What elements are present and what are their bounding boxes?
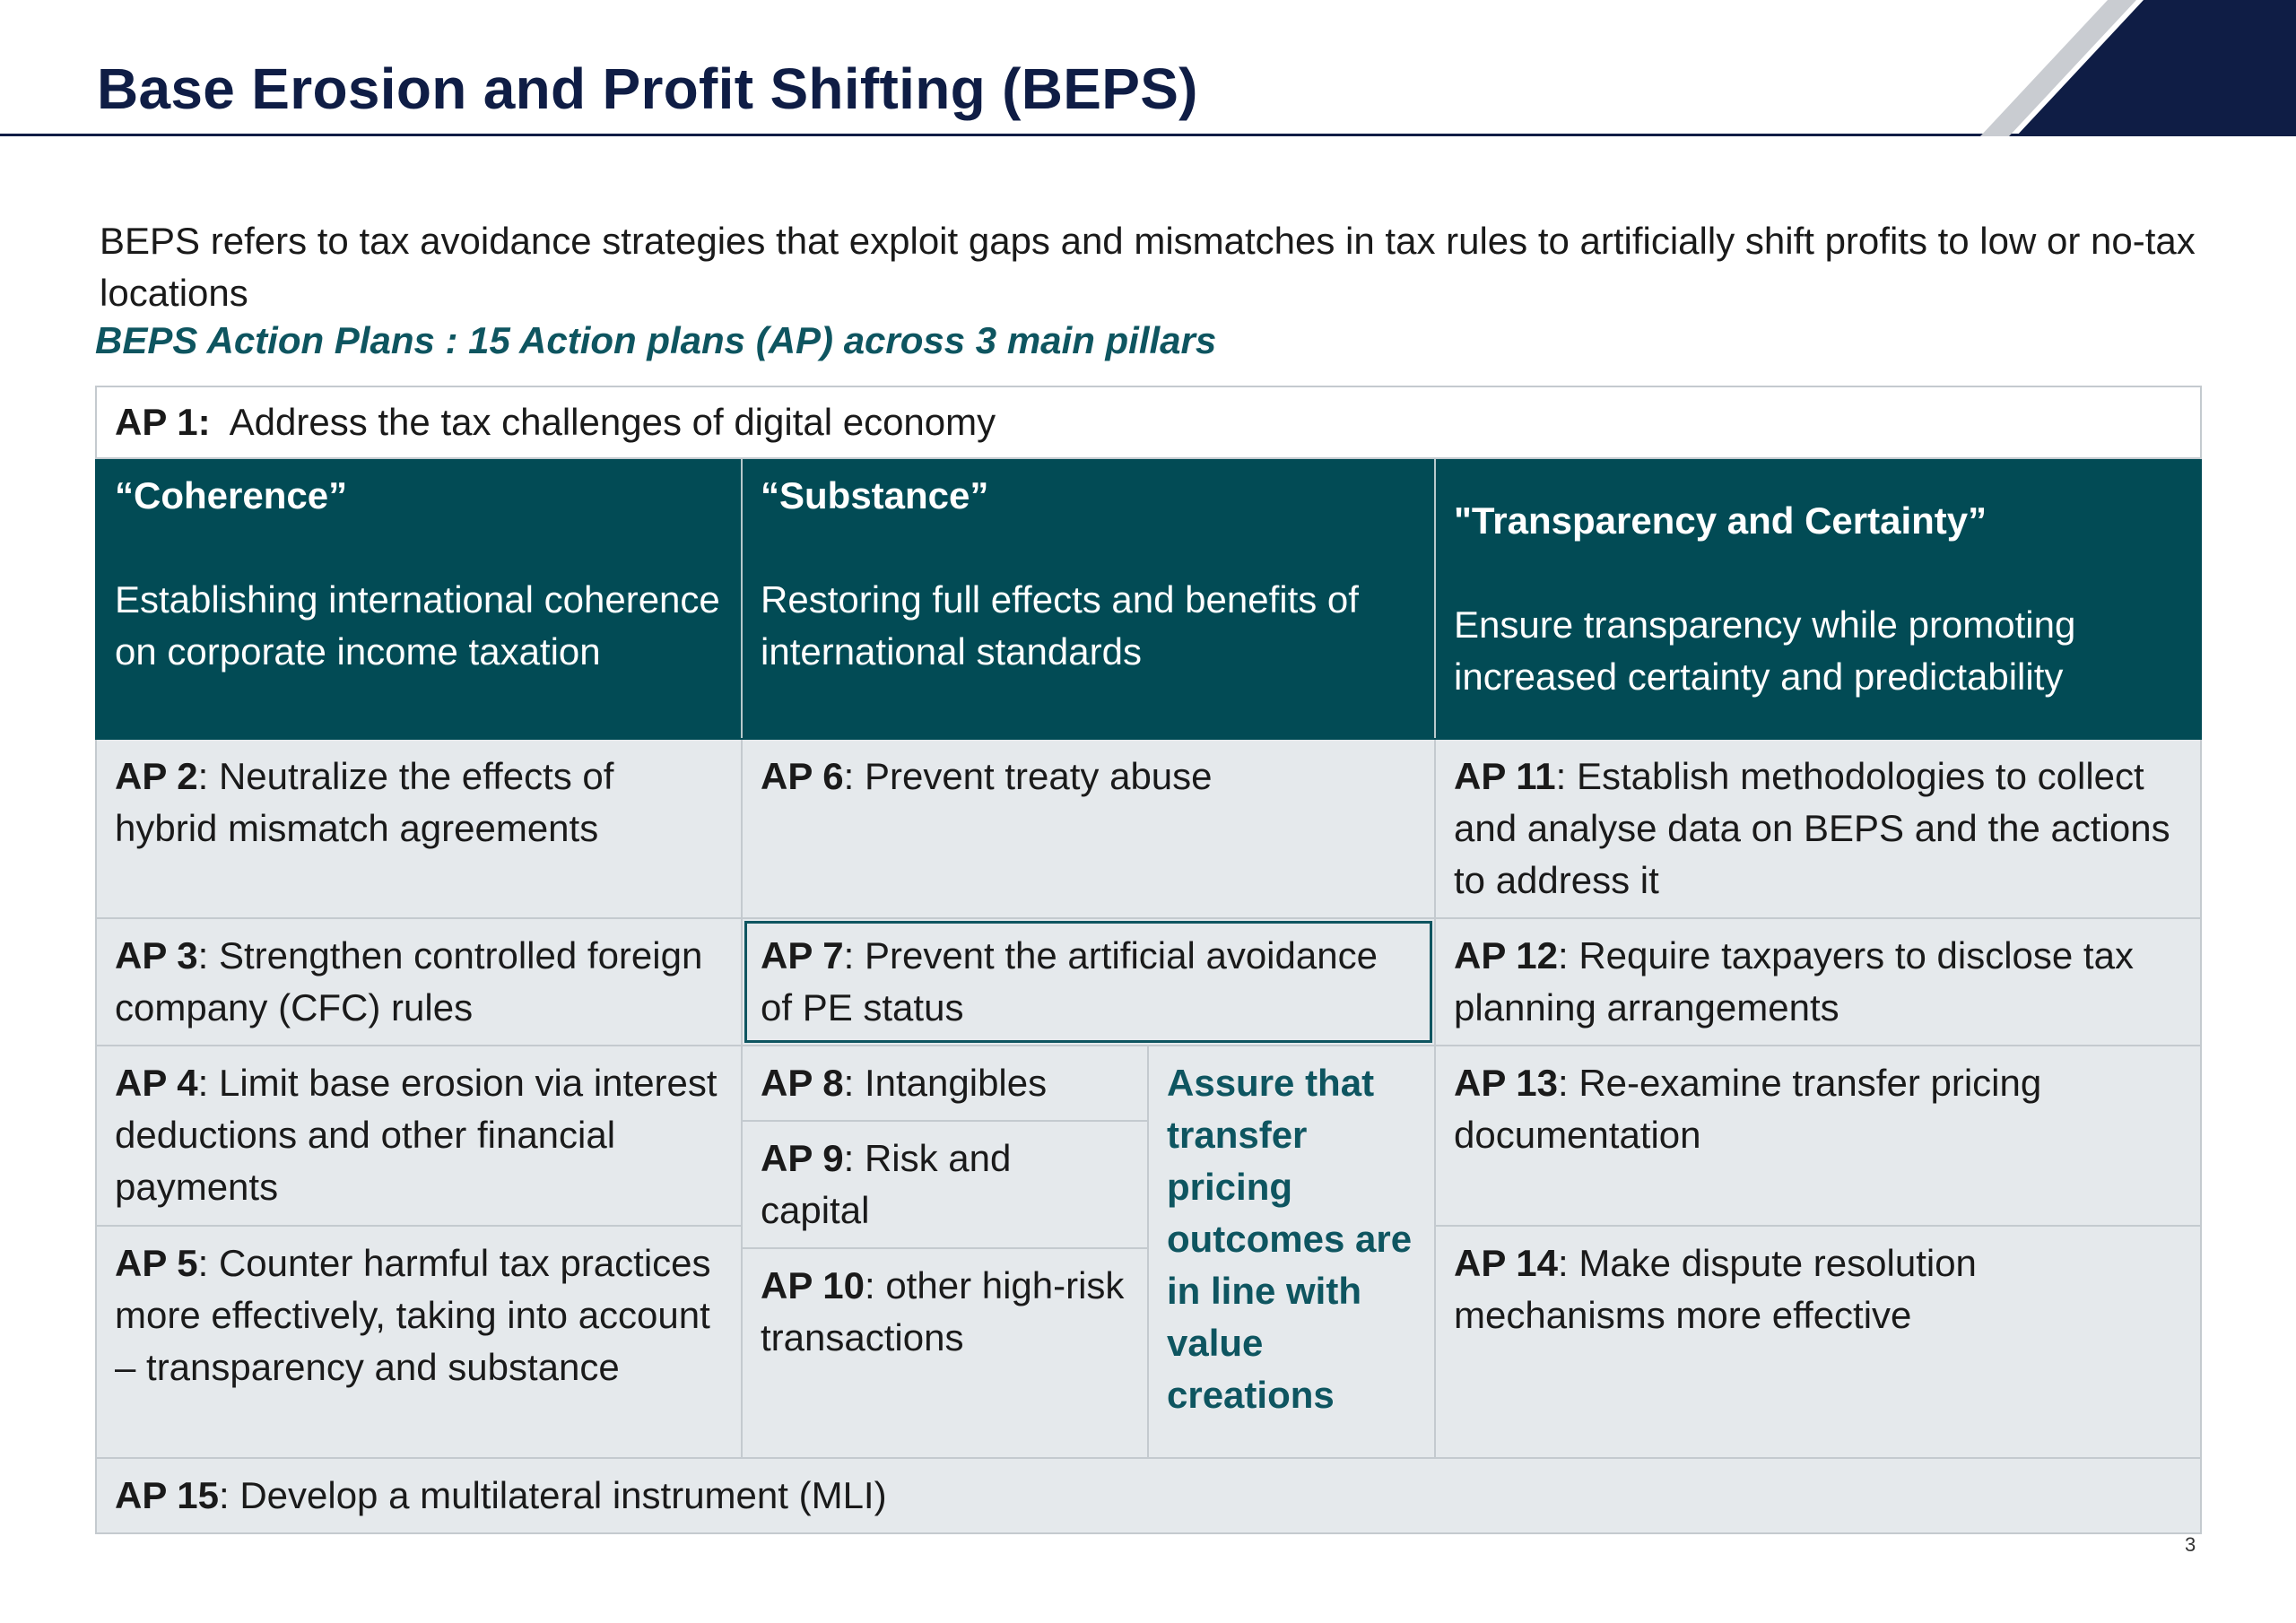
ap10-text: : other high-risk transactions [761,1264,1125,1358]
ap9-code: AP 9 [761,1137,844,1179]
ap5-code: AP 5 [115,1242,198,1284]
ap15-cell: AP 15: Develop a multilateral instrument… [94,1457,2203,1534]
action-plans-subheading: BEPS Action Plans : 15 Action plans (AP)… [95,319,1217,361]
ap11-text: : Establish methodologies to collect and… [1454,755,2170,901]
pillar-substance: “Substance” Restoring full effects and b… [741,457,1436,740]
ap6-cell: AP 6: Prevent treaty abuse [741,738,1436,919]
ap9-cell: AP 9: Risk and capital [741,1120,1149,1249]
ap15-code: AP 15 [115,1474,219,1516]
transfer-pricing-note: Assure that transfer pricing outcomes ar… [1147,1045,1436,1459]
ap4-cell: AP 4: Limit base erosion via interest de… [95,1045,743,1227]
ap10-cell: AP 10: other high-risk transactions [741,1247,1149,1459]
ap3-code: AP 3 [115,934,198,976]
ap6-text: : Prevent treaty abuse [843,755,1213,797]
ap7-cell: AP 7: Prevent the artificial avoidance o… [741,917,1436,1046]
beps-action-plan-table: AP 1: Address the tax challenges of digi… [94,386,2203,1534]
ap6-code: AP 6 [761,755,844,797]
ap2-text: : Neutralize the effects of hybrid misma… [115,755,614,849]
pillar-transparency-desc: Ensure transparency while promoting incr… [1454,603,2076,698]
ap11-code: AP 11 [1454,755,1556,797]
ap1-cell: AP 1: Address the tax challenges of digi… [94,386,2203,459]
pillar-transparency-name: "Transparency and Certainty” [1454,499,1987,542]
ap11-cell: AP 11: Establish methodologies to collec… [1433,738,2203,919]
page-title: Base Erosion and Profit Shifting (BEPS) [97,56,1198,121]
ap2-code: AP 2 [115,755,198,797]
corner-stripe-decoration [1980,0,2296,136]
ap3-text: : Strengthen controlled foreign company … [115,934,703,1028]
ap10-code: AP 10 [761,1264,865,1306]
ap7-text: : Prevent the artificial avoidance of PE… [761,934,1378,1028]
pillar-transparency: "Transparency and Certainty” Ensure tran… [1433,457,2203,740]
ap5-text: : Counter harmful tax practices more eff… [115,1242,711,1388]
title-divider [0,134,2027,136]
ap5-cell: AP 5: Counter harmful tax practices more… [95,1225,743,1459]
ap4-text: : Limit base erosion via interest deduct… [115,1062,718,1208]
ap4-code: AP 4 [115,1062,198,1104]
page-number: 3 [2185,1533,2196,1556]
pillar-coherence-desc: Establishing international coherence on … [115,578,720,673]
ap3-cell: AP 3: Strengthen controlled foreign comp… [95,917,743,1046]
pillar-coherence-name: “Coherence” [115,474,348,516]
ap13-text: : Re-examine transfer pricing documentat… [1454,1062,2042,1156]
ap12-text: : Require taxpayers to disclose tax plan… [1454,934,2134,1028]
ap8-code: AP 8 [761,1062,844,1104]
ap1-text: Address the tax challenges of digital ec… [229,401,996,443]
ap15-text: : Develop a multilateral instrument (MLI… [218,1474,887,1516]
ap2-cell: AP 2: Neutralize the effects of hybrid m… [95,738,743,919]
ap8-text: : Intangibles [843,1062,1048,1104]
pillar-substance-desc: Restoring full effects and benefits of i… [761,578,1359,673]
intro-paragraph: BEPS refers to tax avoidance strategies … [100,220,2196,314]
ap8-cell: AP 8: Intangibles [741,1045,1149,1122]
ap7-code: AP 7 [761,934,844,976]
ap1-code: AP 1: [115,401,211,443]
ap14-text: : Make dispute resolution mechanisms mor… [1454,1242,1977,1336]
ap12-cell: AP 12: Require taxpayers to disclose tax… [1433,917,2203,1046]
ap14-cell: AP 14: Make dispute resolution mechanism… [1433,1225,2203,1459]
ap12-code: AP 12 [1454,934,1558,976]
ap9-text: : Risk and capital [761,1137,1012,1231]
pillar-substance-name: “Substance” [761,474,989,516]
ap13-cell: AP 13: Re-examine transfer pricing docum… [1433,1045,2203,1227]
ap14-code: AP 14 [1454,1242,1558,1284]
ap13-code: AP 13 [1454,1062,1558,1104]
pillar-coherence: “Coherence” Establishing international c… [95,457,743,740]
